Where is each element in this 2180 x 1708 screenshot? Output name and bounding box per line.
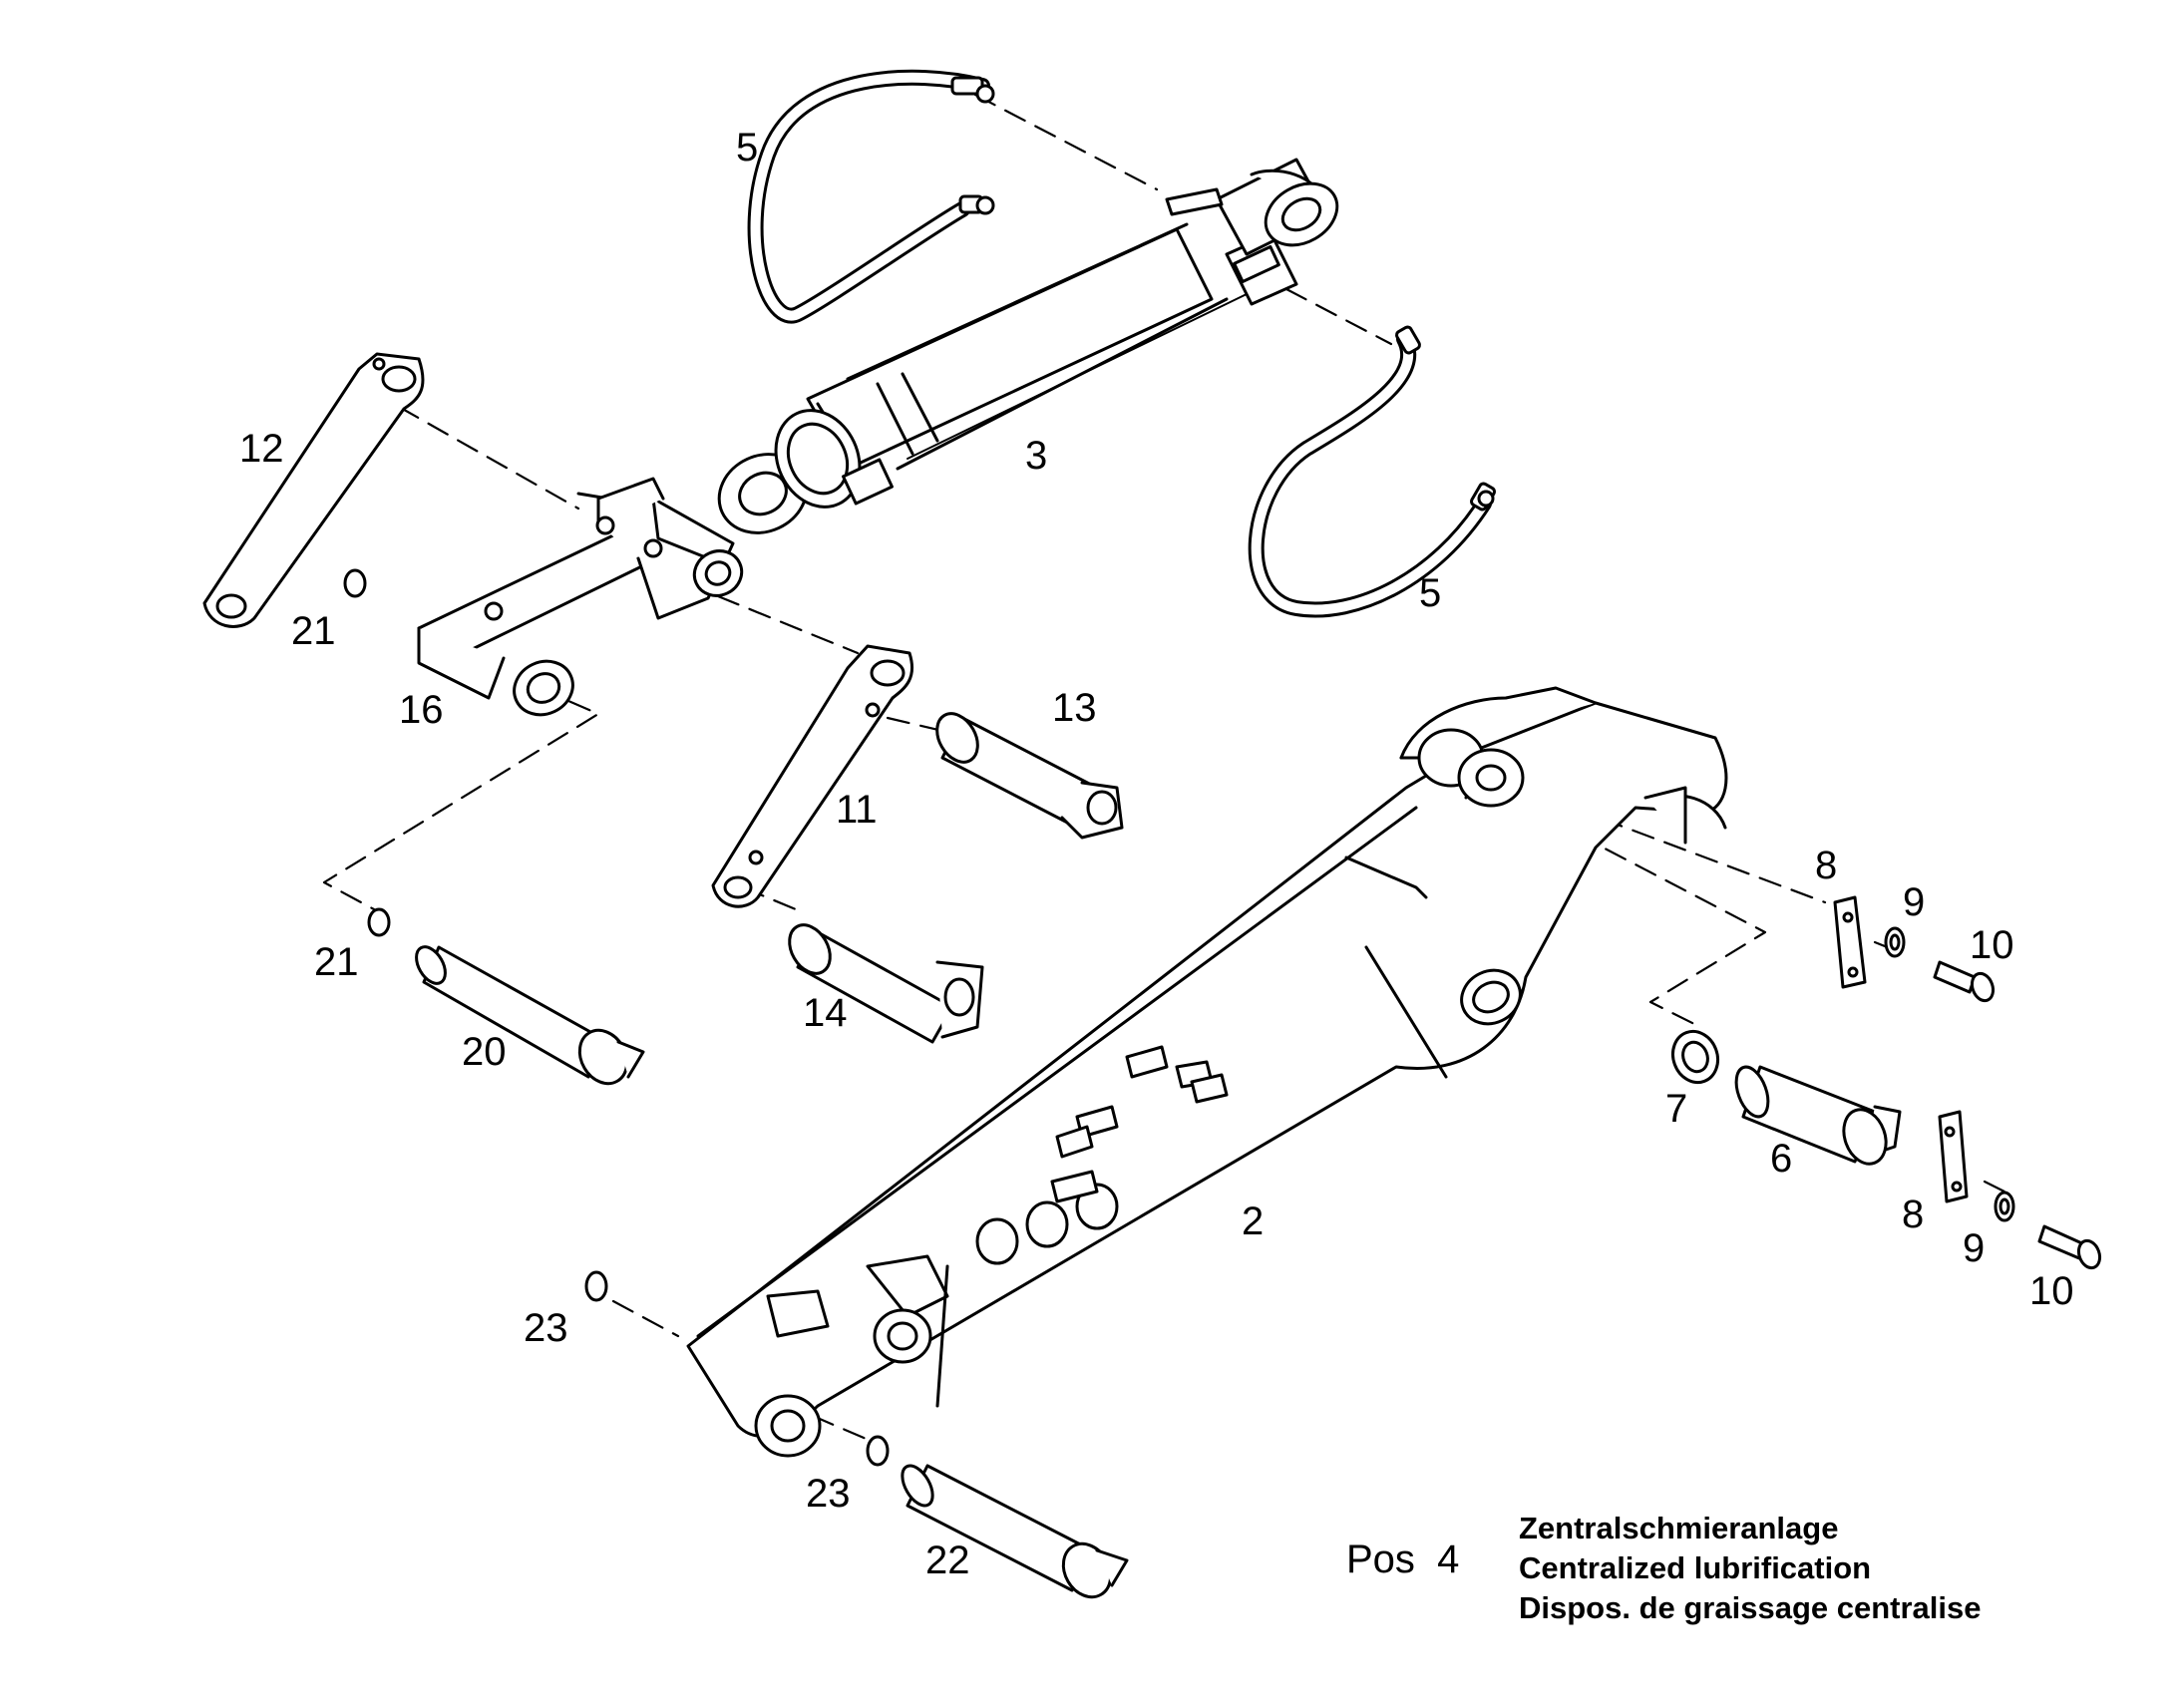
callout-23-left: 23	[524, 1306, 568, 1350]
callout-9-lower: 9	[1963, 1226, 1986, 1270]
circlips-23	[584, 1270, 890, 1467]
washers-9	[1884, 926, 2015, 1222]
plates-8	[1833, 895, 1969, 1203]
callout-23-bottom: 23	[806, 1472, 851, 1516]
callout-8-lower: 8	[1902, 1193, 1925, 1236]
callout-21-upper: 21	[291, 609, 336, 653]
callout-5-upper: 5	[736, 126, 759, 170]
pin-20	[415, 945, 645, 1086]
callout-20: 20	[462, 1030, 507, 1074]
callout-5-lower: 5	[1419, 571, 1442, 615]
link-11	[711, 644, 914, 908]
position-label: Pos 4	[1346, 1537, 1459, 1582]
bolts-10	[1933, 960, 2102, 1270]
hydraulic-cylinder	[717, 158, 1339, 534]
callout-14: 14	[803, 991, 848, 1035]
pin-13	[935, 712, 1124, 840]
legend: Zentralschmieranlage Centralized lubrifi…	[1519, 1509, 1982, 1628]
bushing-7	[1670, 1029, 1720, 1085]
legend-english: Centralized lubrification	[1519, 1550, 1872, 1585]
position-number: 4	[1437, 1537, 1460, 1581]
callout-2: 2	[1242, 1199, 1265, 1243]
circlips-21	[343, 568, 391, 937]
legend-french: Dispos. de graissage centralise	[1519, 1590, 1982, 1625]
callout-16: 16	[399, 688, 444, 732]
callout-10-upper: 10	[1970, 923, 2014, 967]
callout-10-lower: 10	[2029, 1269, 2074, 1313]
callout-22: 22	[925, 1538, 970, 1582]
pin-14	[788, 923, 984, 1044]
pin-6	[1734, 1065, 1902, 1166]
callout-12: 12	[239, 427, 284, 471]
callout-3: 3	[1025, 434, 1048, 478]
pin-22	[901, 1464, 1129, 1599]
hose-upper	[747, 69, 995, 324]
callout-6: 6	[1770, 1137, 1793, 1181]
position-prefix: Pos	[1346, 1537, 1415, 1581]
callout-11: 11	[836, 788, 878, 832]
legend-german: Zentralschmieranlage	[1519, 1511, 1839, 1545]
callout-21-lower: 21	[314, 940, 359, 984]
boom-2	[686, 686, 1728, 1458]
bracket-16	[417, 477, 744, 717]
hose-lower	[1248, 325, 1496, 618]
callout-8-upper: 8	[1815, 844, 1838, 887]
link-12	[202, 352, 425, 628]
callout-9-upper: 9	[1903, 880, 1926, 924]
callout-13: 13	[1052, 686, 1097, 730]
callout-7: 7	[1665, 1087, 1688, 1131]
